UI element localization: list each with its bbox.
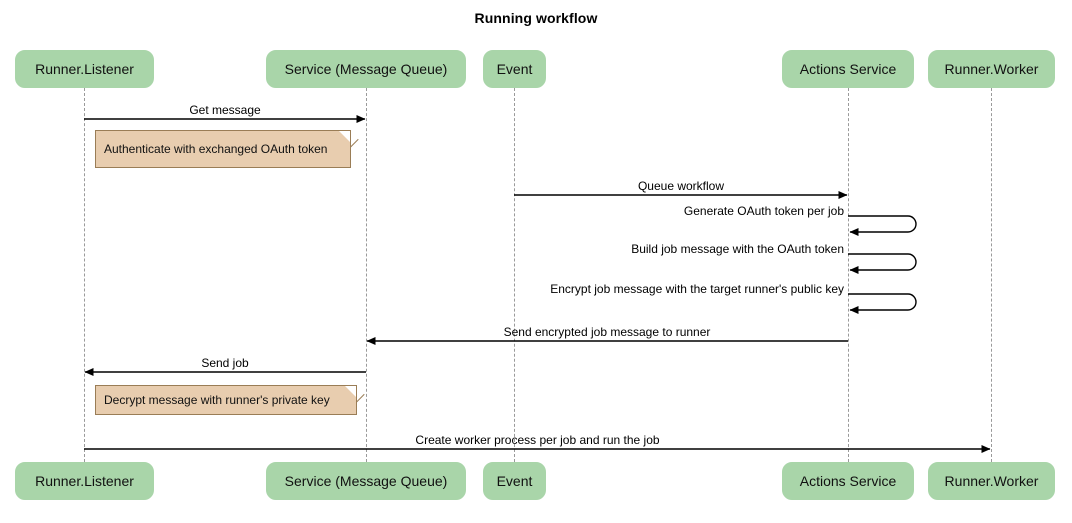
message-label-create-worker: Create worker process per job and run th… (415, 433, 660, 447)
note-authenticate-label: Authenticate with exchanged OAuth token (104, 142, 328, 156)
message-label-queue-workflow: Queue workflow (637, 179, 725, 193)
page-title: Running workflow (474, 10, 598, 26)
participant-runner-worker-bottom[interactable]: Runner.Worker (928, 462, 1055, 500)
message-label-send-encrypted: Send encrypted job message to runner (503, 325, 711, 339)
lifeline-runner-listener (84, 88, 85, 462)
lifeline-runner-worker (991, 88, 992, 462)
message-selfloop-encrypt-job-msg (848, 293, 917, 314)
message-label-send-job: Send job (201, 356, 249, 370)
note-fold-corner-icon (339, 131, 350, 142)
participant-actions-service-top[interactable]: Actions Service (782, 50, 914, 88)
note-authenticate: Authenticate with exchanged OAuth token (95, 130, 359, 168)
message-label-generate-token: Generate OAuth token per job (683, 204, 844, 218)
note-decrypt-label: Decrypt message with runner's private ke… (104, 393, 330, 407)
lifeline-service-mq (366, 88, 367, 462)
message-label-build-job-msg: Build job message with the OAuth token (631, 242, 844, 256)
note-fold-corner-icon (345, 386, 356, 397)
participant-runner-listener-bottom[interactable]: Runner.Listener (15, 462, 154, 500)
lifeline-event (514, 88, 515, 462)
participant-event-bottom[interactable]: Event (483, 462, 546, 500)
message-selfloop-generate-token (848, 215, 917, 236)
message-label-get-message: Get message (189, 103, 261, 117)
message-label-encrypt-job-msg: Encrypt job message with the target runn… (550, 282, 844, 296)
message-selfloop-build-job-msg (848, 253, 917, 274)
participant-actions-service-bottom[interactable]: Actions Service (782, 462, 914, 500)
note-decrypt: Decrypt message with runner's private ke… (95, 385, 365, 415)
lifeline-actions-service (848, 88, 849, 462)
participant-event-top[interactable]: Event (483, 50, 546, 88)
participant-service-mq-bottom[interactable]: Service (Message Queue) (266, 462, 466, 500)
participant-service-mq-top[interactable]: Service (Message Queue) (266, 50, 466, 88)
participant-runner-listener-top[interactable]: Runner.Listener (15, 50, 154, 88)
participant-runner-worker-top[interactable]: Runner.Worker (928, 50, 1055, 88)
